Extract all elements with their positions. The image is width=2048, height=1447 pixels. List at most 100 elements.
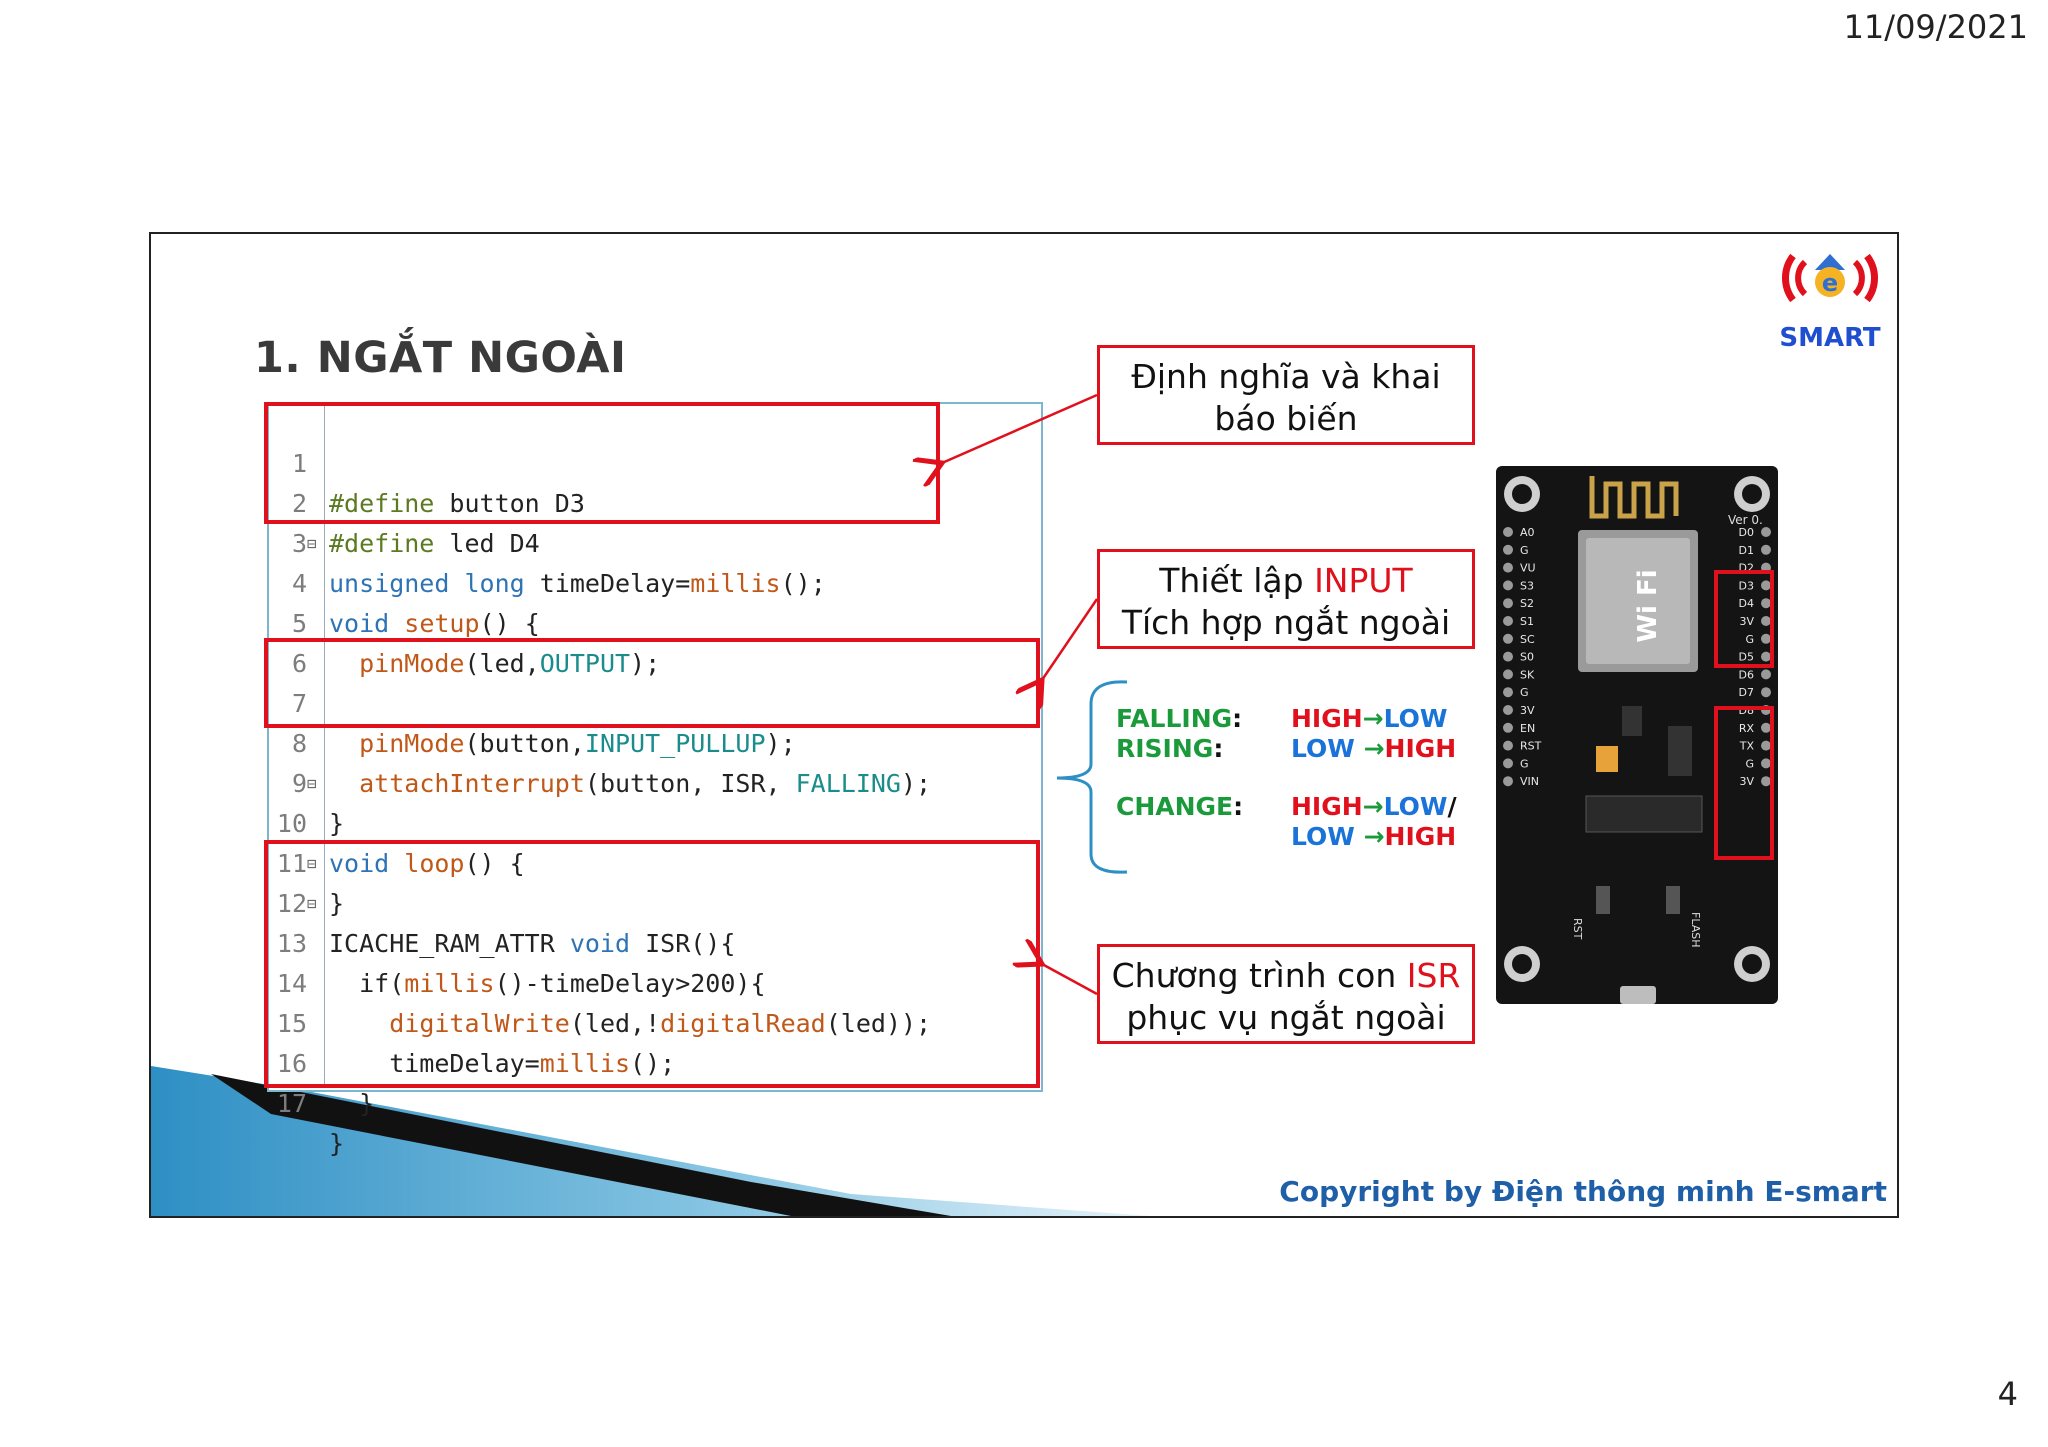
- left-pin-dot: [1503, 687, 1513, 698]
- code-line: 15 timeDelay=millis();: [269, 964, 1039, 1078]
- right-pin-dot: [1761, 758, 1771, 769]
- arrow-to-defines: [942, 393, 1098, 463]
- right-pin-label: 3V: [1739, 615, 1754, 628]
- left-pin-label: A0: [1520, 526, 1535, 539]
- svg-text:FLASH: FLASH: [1689, 912, 1702, 948]
- brace-icon: [1056, 680, 1128, 874]
- code-line: 2 #define led D4: [269, 444, 1039, 558]
- callout-isr: Chương trình con ISR phục vụ ngắt ngoài: [1097, 944, 1475, 1044]
- nodemcu-board-image: Wi Fi Ver 0. A0GVUS3S2S1SCS0SKG3VENRSTGV…: [1496, 466, 1778, 1004]
- arrow-to-setup: [1042, 598, 1099, 680]
- right-pin-label: TX: [1739, 740, 1755, 753]
- left-pin-label: S1: [1520, 615, 1534, 628]
- svg-text:Wi Fi: Wi Fi: [1633, 569, 1663, 642]
- left-pin-label: SK: [1520, 668, 1535, 681]
- left-pin-dot: [1503, 722, 1513, 733]
- left-pin-dot: [1503, 740, 1513, 751]
- edge-change-label: CHANGE:: [1116, 792, 1244, 821]
- callout-setup-input: Thiết lập INPUT Tích hợp ngắt ngoài: [1097, 549, 1475, 649]
- right-pin-dot: [1761, 776, 1771, 787]
- right-pin-label: G: [1745, 757, 1754, 770]
- left-pin-label: VIN: [1520, 775, 1539, 788]
- right-pin-dot: [1761, 669, 1771, 680]
- right-pin-dot: [1761, 687, 1771, 698]
- arrow-to-isr: [1042, 964, 1098, 996]
- left-pin-label: S2: [1520, 597, 1534, 610]
- slide-title: 1. NGẮT NGOÀI: [254, 333, 627, 383]
- edge-falling-value: HIGH→LOW: [1291, 704, 1448, 733]
- left-pin-dot: [1503, 758, 1513, 769]
- left-pin-dot: [1503, 616, 1513, 626]
- code-line: 8 attachInterrupt(button, ISR, FALLING);: [269, 684, 1039, 798]
- left-pin-dot: [1503, 562, 1513, 573]
- left-pin-label: RST: [1520, 740, 1542, 753]
- right-pin-dot: [1761, 722, 1771, 733]
- right-pin-label: G: [1745, 633, 1754, 646]
- slide-date: 11/09/2021: [1843, 8, 2028, 46]
- right-pin-dot: [1761, 527, 1771, 537]
- right-pin-label: 3V: [1739, 775, 1754, 788]
- connector-arrows: [151, 393, 1128, 996]
- code-line: 4⊟ void setup() {: [269, 524, 1039, 638]
- right-pin-label: RX: [1739, 722, 1755, 735]
- left-pin-dot: [1503, 544, 1513, 555]
- code-line: 12⊟ ICACHE_RAM_ATTR void ISR(){: [269, 844, 1039, 958]
- left-pin-dot: [1503, 633, 1513, 644]
- right-pin-dot: [1761, 633, 1771, 644]
- esmart-logo: e SMART: [1771, 244, 1889, 354]
- code-line: 5 pinMode(led,OUTPUT);: [269, 564, 1039, 678]
- right-pin-label: D5: [1739, 651, 1754, 664]
- code-line: 13⊟ if(millis()-timeDelay>200){: [269, 884, 1039, 998]
- left-pin-dot: [1503, 598, 1513, 609]
- right-pin-label: D6: [1739, 668, 1754, 681]
- right-pin-dot: [1761, 651, 1771, 662]
- left-pin-dot: [1503, 651, 1513, 662]
- left-pin-dot: [1503, 669, 1513, 680]
- svg-text:Ver 0.: Ver 0.: [1728, 513, 1763, 527]
- right-pin-dot: [1761, 580, 1771, 591]
- svg-text:RST: RST: [1571, 918, 1584, 940]
- page-number: 4: [1997, 1375, 2018, 1413]
- code-line: 9 }: [269, 724, 1039, 838]
- right-pin-label: D4: [1739, 597, 1754, 610]
- edge-change-value-2: LOW →HIGH: [1291, 822, 1457, 851]
- right-pin-label: D3: [1739, 579, 1754, 592]
- left-pin-label: G: [1520, 544, 1529, 557]
- right-pin-dot: [1761, 616, 1771, 626]
- left-pin-dot: [1503, 705, 1513, 715]
- left-pin-dot: [1503, 776, 1513, 787]
- left-pin-label: 3V: [1520, 704, 1535, 717]
- slide-frame: 1. NGẮT NGOÀI e SMART 1 #define button D…: [149, 232, 1899, 1218]
- code-line: 14 digitalWrite(led,!digitalRead(led));: [269, 924, 1039, 1038]
- right-pin-label: D0: [1739, 526, 1754, 539]
- right-pin-dot: [1761, 544, 1771, 555]
- left-pin-label: S0: [1520, 651, 1534, 664]
- right-pin-label: D8: [1739, 704, 1754, 717]
- left-pin-dot: [1503, 580, 1513, 591]
- edge-change-value-1: HIGH→LOW/: [1291, 792, 1457, 821]
- edge-falling-label: FALLING:: [1116, 704, 1243, 733]
- svg-text:e: e: [1822, 269, 1838, 297]
- code-line: 3 unsigned long timeDelay=millis();: [269, 484, 1039, 598]
- code-line: 17 }: [269, 1044, 1039, 1158]
- callout-define-vars: Định nghĩa và khai báo biến: [1097, 345, 1475, 445]
- code-line: 1 #define button D3: [269, 404, 1039, 518]
- copyright-text: Copyright by Điện thông minh E-smart: [1279, 1175, 1887, 1208]
- code-line: 10⊟ void loop() {: [269, 764, 1039, 878]
- right-pin-dot: [1761, 740, 1771, 751]
- code-line: 11 }: [269, 804, 1039, 918]
- code-editor: 1 #define button D3 2 #define led D4 3 u…: [267, 402, 1043, 1158]
- code-line: 7 pinMode(button,INPUT_PULLUP);: [269, 644, 1039, 758]
- edge-rising-value: LOW →HIGH: [1291, 734, 1457, 763]
- left-pin-label: G: [1520, 757, 1529, 770]
- right-pin-label: D7: [1739, 686, 1754, 699]
- code-line: 16 }: [269, 1004, 1039, 1118]
- left-pin-dot: [1503, 527, 1513, 537]
- left-pin-label: G: [1520, 686, 1529, 699]
- left-pin-label: VU: [1520, 562, 1536, 575]
- left-pin-label: SC: [1520, 633, 1535, 646]
- right-pin-label: D1: [1739, 544, 1754, 557]
- svg-text:SMART: SMART: [1779, 323, 1881, 353]
- left-pin-label: EN: [1520, 722, 1535, 735]
- right-pin-dot: [1761, 598, 1771, 609]
